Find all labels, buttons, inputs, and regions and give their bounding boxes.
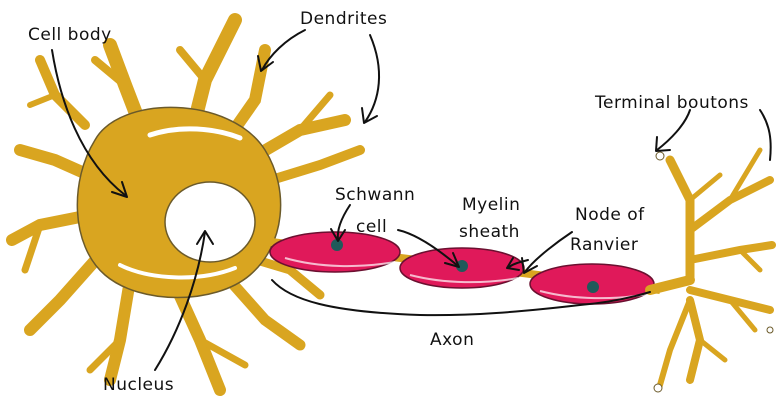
myelin-segment-3 — [530, 264, 654, 304]
label-cell-body: Cell body — [28, 25, 112, 45]
label-node-line1: Node of — [575, 205, 645, 225]
label-dendrites: Dendrites — [300, 9, 387, 29]
myelin-segment-2 — [400, 248, 524, 288]
nucleus — [165, 182, 255, 262]
label-schwann-cell-line2: cell — [356, 217, 387, 237]
label-node-line2: Ranvier — [570, 235, 638, 255]
label-myelin-line1: Myelin — [462, 195, 520, 215]
label-axon: Axon — [430, 330, 474, 350]
label-nucleus: Nucleus — [103, 375, 174, 395]
myelin-segment-1 — [270, 232, 400, 272]
schwann-nucleus — [587, 281, 599, 293]
axon-terminal — [650, 150, 772, 385]
label-myelin-line2: sheath — [459, 222, 520, 242]
label-terminal-boutons: Terminal boutons — [594, 93, 749, 113]
label-schwann-cell-line1: Schwann — [335, 185, 415, 205]
